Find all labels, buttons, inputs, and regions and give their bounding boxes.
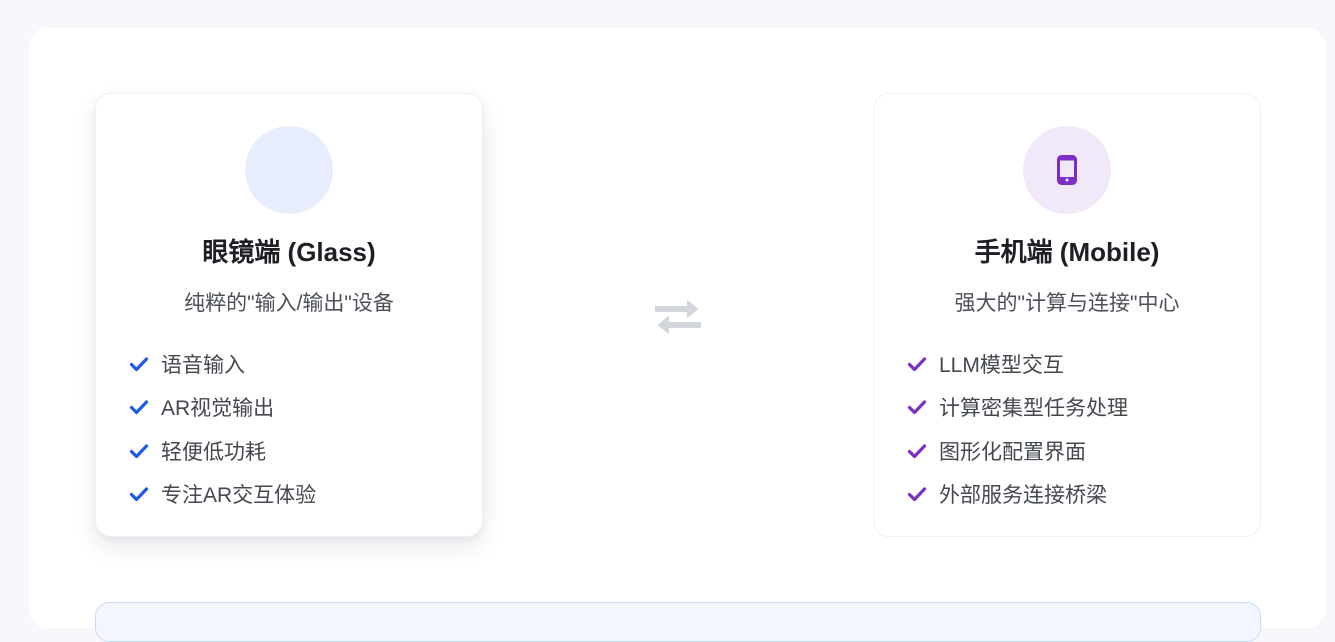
feature-label: 计算密集型任务处理 xyxy=(939,397,1128,421)
mobile-phone-icon xyxy=(1057,155,1077,185)
list-item: 轻便低功耗 xyxy=(129,429,316,473)
glass-card: 眼镜端 (Glass) 纯粹的"输入/输出"设备 语音输入 AR视觉输出 轻便低… xyxy=(95,93,483,537)
check-icon xyxy=(129,400,149,415)
feature-label: 专注AR交互体验 xyxy=(161,484,317,508)
check-icon xyxy=(129,444,149,458)
info-box xyxy=(95,602,1261,642)
list-item: 语音输入 xyxy=(129,342,316,386)
check-icon xyxy=(907,357,927,371)
glass-subtitle: 纯粹的"输入/输出"设备 xyxy=(184,292,394,315)
check-icon xyxy=(907,400,927,415)
mobile-icon-badge xyxy=(1023,126,1111,214)
mobile-card: 手机端 (Mobile) 强大的"计算与连接"中心 LLM模型交互 计算密集型任… xyxy=(873,93,1261,537)
feature-label: AR视觉输出 xyxy=(161,397,275,421)
list-item: 计算密集型任务处理 xyxy=(907,386,1128,430)
feature-label: 轻便低功耗 xyxy=(161,440,266,464)
list-item: LLM模型交互 xyxy=(907,342,1128,386)
glass-feature-list: 语音输入 AR视觉输出 轻便低功耗 专注AR交互体验 xyxy=(129,342,316,516)
glass-title: 眼镜端 (Glass) xyxy=(202,237,376,267)
feature-label: 语音输入 xyxy=(161,353,245,377)
feature-label: LLM模型交互 xyxy=(939,353,1064,377)
check-icon xyxy=(129,487,149,502)
check-icon xyxy=(907,444,927,458)
list-item: AR视觉输出 xyxy=(129,386,316,430)
feature-label: 外部服务连接桥梁 xyxy=(939,484,1107,508)
mobile-subtitle: 强大的"计算与连接"中心 xyxy=(954,292,1180,315)
mobile-feature-list: LLM模型交互 计算密集型任务处理 图形化配置界面 外部服务连接桥梁 xyxy=(907,342,1128,516)
swap-arrows-icon xyxy=(655,300,701,334)
check-icon xyxy=(907,487,927,502)
glasses-icon xyxy=(245,126,333,214)
list-item: 图形化配置界面 xyxy=(907,429,1128,473)
check-icon xyxy=(129,357,149,371)
feature-label: 图形化配置界面 xyxy=(939,440,1086,464)
list-item: 外部服务连接桥梁 xyxy=(907,473,1128,517)
list-item: 专注AR交互体验 xyxy=(129,473,316,517)
mobile-title: 手机端 (Mobile) xyxy=(974,237,1160,267)
